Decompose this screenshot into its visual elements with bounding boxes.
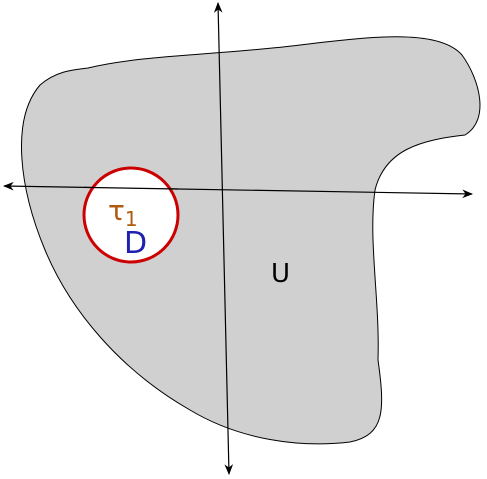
tau-label: τ1 bbox=[108, 194, 138, 231]
disk-label: D bbox=[124, 226, 147, 261]
vertical-axis bbox=[213, 1, 234, 476]
horizontal-axis-over-disk bbox=[83, 186, 179, 190]
tau-symbol: τ bbox=[108, 194, 125, 227]
region-u-shape bbox=[21, 36, 481, 445]
tau-subscript: 1 bbox=[125, 207, 138, 231]
region-label: U bbox=[271, 259, 290, 289]
horizontal-axis bbox=[2, 181, 474, 199]
disk-circle bbox=[82, 166, 180, 264]
